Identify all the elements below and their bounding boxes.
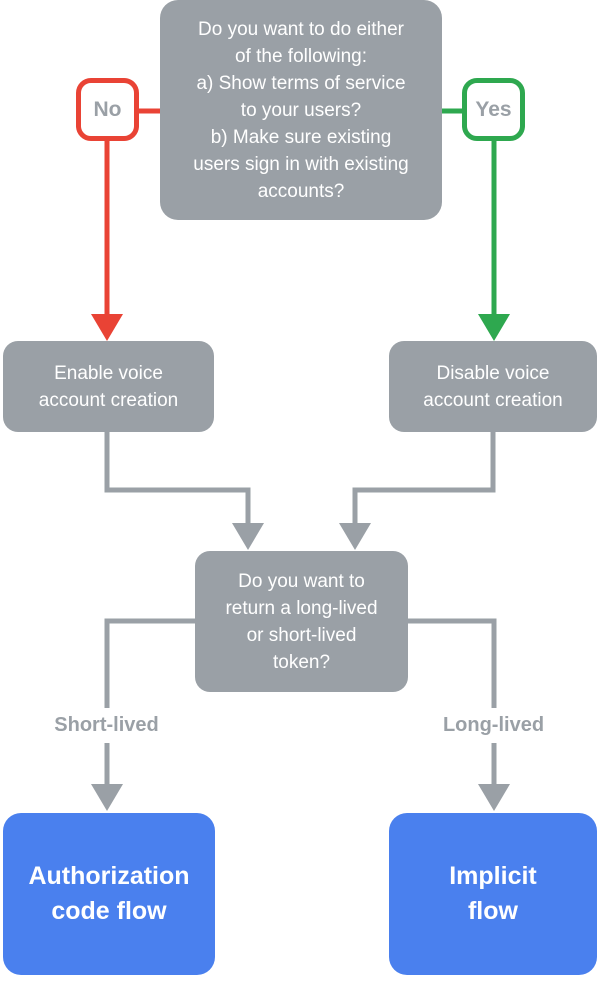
yes-badge-label: Yes <box>475 97 512 121</box>
split-left-connector <box>104 618 195 784</box>
short-lived-edge-label-text: Short-lived <box>54 714 159 736</box>
split-right-arrowhead <box>478 784 510 811</box>
short-lived-edge-label: Short-lived <box>23 708 190 743</box>
disable-voice-account-creation-text: Disable voice account creation <box>423 362 563 411</box>
no-branch-arrowhead <box>91 314 123 341</box>
yes-branch-arrowhead <box>478 314 510 341</box>
merge-right-connector <box>352 432 496 524</box>
authorization-code-flow-text: Authorization code flow <box>28 862 190 925</box>
implicit-flow-node: Implicit flow <box>389 813 597 975</box>
no-badge-label: No <box>93 97 122 121</box>
merge-left-arrowhead <box>232 523 264 550</box>
disable-voice-account-creation-node: Disable voice account creation <box>389 341 597 432</box>
merge-left-connector <box>104 432 251 524</box>
long-lived-edge-label: Long-lived <box>410 708 577 743</box>
question-mid-node: Do you want to return a long-lived or sh… <box>195 551 408 692</box>
question-top-text: Do you want to do either of the followin… <box>193 18 409 202</box>
question-top-node: Do you want to do either of the followin… <box>160 0 442 220</box>
enable-voice-account-creation-text: Enable voice account creation <box>38 362 179 411</box>
merge-right-arrowhead <box>339 523 371 550</box>
implicit-flow-text: Implicit flow <box>449 862 537 925</box>
question-mid-text: Do you want to return a long-lived or sh… <box>225 570 378 673</box>
long-lived-edge-label-text: Long-lived <box>442 714 545 736</box>
no-badge: No <box>76 78 139 141</box>
authorization-code-flow-node: Authorization code flow <box>3 813 215 975</box>
split-right-connector <box>408 618 497 784</box>
split-left-arrowhead <box>91 784 123 811</box>
enable-voice-account-creation-node: Enable voice account creation <box>3 341 214 432</box>
yes-badge: Yes <box>462 78 525 141</box>
